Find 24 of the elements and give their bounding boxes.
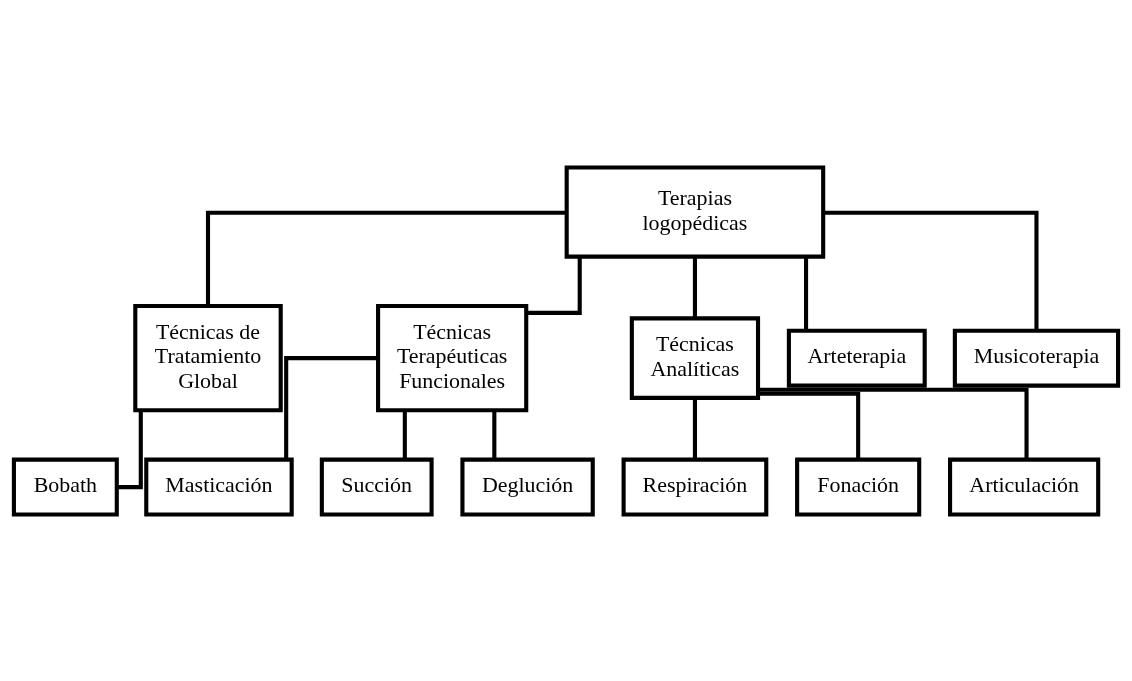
node-box: Terapias logopédicas (564, 164, 826, 259)
node-box: Deglución (460, 457, 595, 517)
connector (205, 210, 567, 306)
node-box: Arteterapia (786, 328, 927, 388)
node-box: Articulación (948, 457, 1101, 517)
connector (526, 256, 582, 315)
connector (758, 391, 861, 460)
node-box: Respiración (621, 457, 769, 517)
connector (692, 397, 697, 459)
node-box: Bobath (11, 457, 119, 517)
node-box: Técnicas de Tratamiento Global (133, 303, 283, 412)
connector (284, 355, 378, 459)
node-box: Masticación (144, 457, 294, 517)
connector (692, 256, 697, 318)
node-box: Técnicas Terapéuticas Funcionales (376, 303, 529, 412)
connector (758, 387, 1029, 459)
connector (804, 256, 809, 330)
node-box: Fonación (795, 457, 922, 517)
node-box: Musicoterapia (952, 328, 1121, 388)
node-box: Succión (319, 457, 434, 517)
connector (823, 210, 1039, 330)
connector (492, 410, 497, 459)
node-box: Técnicas Analíticas (629, 315, 761, 400)
connector (402, 410, 407, 459)
